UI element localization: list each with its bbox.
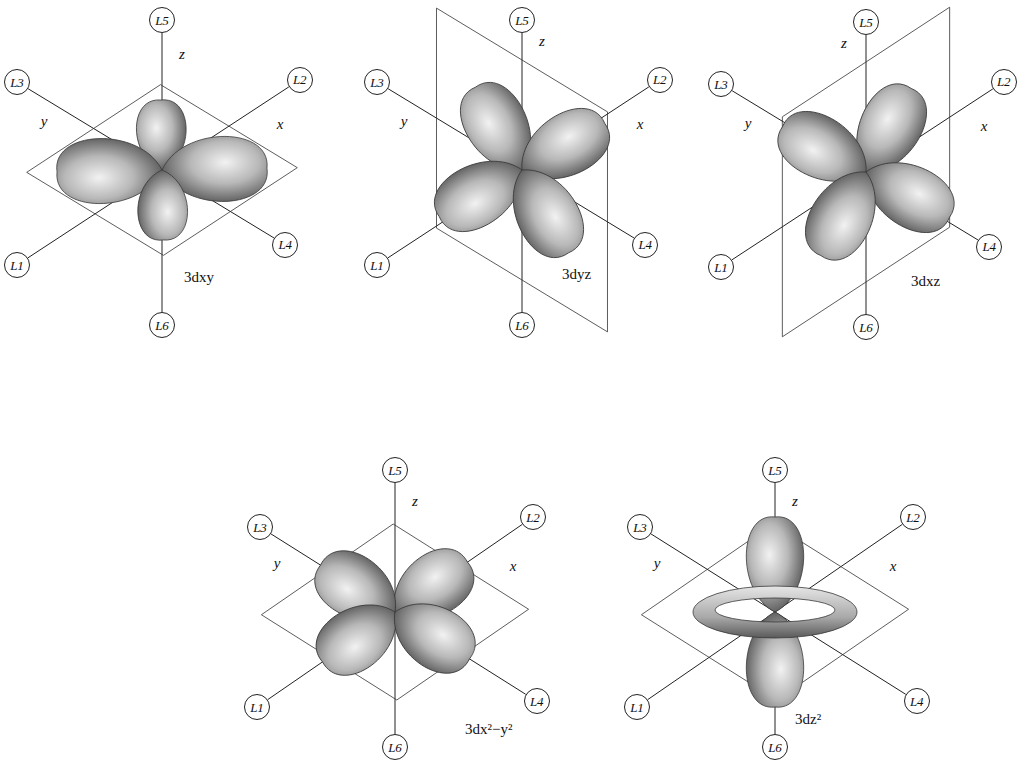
ligand-label: L2 [906, 511, 920, 524]
ligand-circle: L3 [4, 69, 30, 95]
ligand-circle: L5 [853, 9, 879, 35]
ligand-label: L4 [910, 695, 924, 708]
ligand-circle: L2 [287, 67, 313, 93]
ligand-circle: L4 [632, 232, 658, 258]
ligand-circle: L2 [647, 67, 673, 93]
ligand-circle: L6 [762, 734, 788, 760]
ligand-circle: L5 [509, 7, 535, 33]
ligand-label: L3 [633, 521, 647, 534]
axis-label: x [890, 559, 897, 575]
ligand-label: L6 [515, 319, 529, 332]
ligand-label: L5 [768, 464, 782, 477]
axis-label: y [654, 556, 661, 572]
orbital-lobe [794, 157, 893, 270]
axis-line [28, 87, 289, 258]
ligand-circle: L6 [853, 314, 879, 340]
ligand-circle: L5 [762, 457, 788, 483]
ligand-circle: L1 [244, 694, 270, 720]
ligand-circle: L2 [520, 504, 546, 530]
orbital-name: 3dyz [562, 267, 591, 283]
ligand-label: L4 [278, 238, 292, 251]
axis-label: x [277, 117, 284, 133]
ligand-label: L2 [997, 75, 1011, 88]
orbital-figure [424, 8, 620, 332]
orbital-lobe [137, 170, 188, 241]
torus-ring [693, 586, 857, 638]
orbital-lobe [379, 586, 486, 685]
ligand-circle: L4 [272, 232, 298, 258]
ligand-circle: L1 [708, 254, 734, 280]
ligand-circle: L1 [364, 252, 390, 278]
ligand-label: L6 [859, 321, 873, 334]
ligand-circle: L1 [4, 252, 30, 278]
axis-label: z [539, 34, 545, 50]
axis-label: x [637, 117, 644, 133]
orbital-figure [641, 517, 908, 707]
orbital-figure [768, 7, 965, 337]
orbital-name: 3dxz [911, 274, 940, 290]
ligand-circle: L4 [524, 688, 550, 714]
orbital-lobe [495, 155, 595, 268]
ligand-circle: L4 [976, 234, 1002, 260]
orbital-figure [27, 85, 298, 256]
axis-label: y [401, 114, 408, 130]
ligand-label: L4 [638, 238, 652, 251]
ligand-label: L6 [155, 319, 169, 332]
ligand-circle: L1 [624, 694, 650, 720]
axis-label: z [412, 494, 418, 510]
ligand-circle: L5 [382, 457, 408, 483]
ligand-label: L6 [388, 741, 402, 754]
ligand-circle: L3 [364, 69, 390, 95]
plane-outline [27, 85, 298, 256]
ligand-circle: L2 [900, 504, 926, 530]
plane-outline [261, 524, 528, 700]
orbital-figure [261, 524, 528, 700]
ligand-circle: L4 [904, 688, 930, 714]
ligand-label: L5 [515, 14, 529, 27]
ligand-label: L1 [10, 259, 24, 272]
axis-label: y [41, 114, 48, 130]
axis-label: x [510, 559, 517, 575]
axis-label: x [981, 119, 988, 135]
axis-label: y [274, 556, 281, 572]
orbital-lobe [305, 587, 412, 687]
axis-label: z [841, 36, 847, 52]
ligand-label: L4 [982, 240, 996, 253]
axis-label: y [745, 116, 752, 132]
ligand-label: L5 [155, 14, 169, 27]
ligand-label: L1 [370, 259, 384, 272]
orbital-name: 3dxy [184, 270, 214, 286]
ligand-label: L2 [293, 73, 307, 86]
ligand-label: L3 [253, 521, 267, 534]
ligand-label: L3 [370, 76, 384, 89]
ligand-label: L6 [768, 741, 782, 754]
axis-label: z [179, 47, 185, 63]
axis-line [268, 524, 523, 699]
ligand-label: L2 [526, 511, 540, 524]
ligand-circle: L2 [991, 69, 1017, 95]
ligand-label: L5 [859, 16, 873, 29]
orbital-name: 3dz² [795, 712, 821, 728]
ligand-circle: L6 [509, 312, 535, 338]
ligand-circle: L6 [382, 734, 408, 760]
ligand-label: L1 [630, 701, 644, 714]
ligand-circle: L3 [708, 71, 734, 97]
ligand-label: L1 [714, 261, 728, 274]
ligand-label: L3 [714, 78, 728, 91]
ligand-label: L3 [10, 76, 24, 89]
ligand-label: L4 [530, 695, 544, 708]
ligand-circle: L6 [149, 312, 175, 338]
ligand-label: L1 [250, 701, 264, 714]
ligand-label: L5 [388, 464, 402, 477]
orbital-name: 3dx²−y² [465, 722, 512, 738]
ligand-circle: L5 [149, 7, 175, 33]
ligand-circle: L3 [247, 514, 273, 540]
ligand-circle: L3 [627, 514, 653, 540]
ligand-label: L2 [653, 73, 667, 86]
axis-label: z [792, 494, 798, 510]
axis-line [271, 534, 526, 694]
